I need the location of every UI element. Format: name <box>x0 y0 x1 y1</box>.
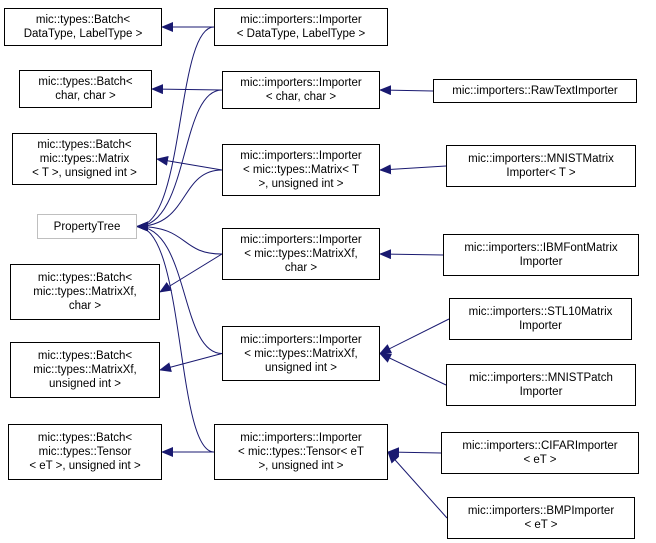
node-label-line: mic::importers::Importer <box>240 14 362 26</box>
node-label-line: >, unsigned int > <box>258 178 344 190</box>
inheritance-edge <box>136 221 223 255</box>
node-label-line: < eT >, unsigned int > <box>29 460 141 472</box>
inheritance-edge <box>379 353 447 386</box>
node-property-tree[interactable]: PropertyTree <box>37 214 137 239</box>
node-label-line: mic::types::Matrix <box>39 153 130 165</box>
node-label-line: < mic::types::MatrixXf, <box>244 248 358 260</box>
node-batch-datatype-labeltype[interactable]: mic::types::Batch<DataType, LabelType > <box>4 8 162 46</box>
node-label-line: mic::types::Batch< <box>37 432 133 444</box>
node-label-line: < char, char > <box>265 91 337 103</box>
node-label-line: mic::importers::BMPImporter <box>467 505 615 517</box>
inheritance-edge <box>379 85 434 96</box>
node-label-line: < T >, unsigned int > <box>32 167 137 179</box>
node-importer-datatype-labeltype[interactable]: mic::importers::Importer< DataType, Labe… <box>214 8 388 46</box>
inheritance-edge <box>387 451 448 519</box>
node-batch-matrix[interactable]: mic::types::Batch<mic::types::Matrix< T … <box>12 133 157 185</box>
node-label-line: char, char > <box>55 90 116 102</box>
node-label-line: mic::importers::CIFARImporter <box>462 440 618 452</box>
node-cifar-importer[interactable]: mic::importers::CIFARImporter< eT > <box>441 432 639 474</box>
node-label-line: < eT > <box>524 519 558 531</box>
inheritance-edge <box>387 447 442 458</box>
node-label-line: < DataType, LabelType > <box>236 28 366 40</box>
node-label-line: unsigned int > <box>49 378 121 390</box>
node-label-line: mic::importers::Importer <box>240 432 362 444</box>
node-label-line: mic::importers::MNISTMatrix <box>468 153 614 165</box>
node-label-line: Importer <box>519 320 562 332</box>
inheritance-edge <box>159 253 223 293</box>
node-importer-matrix[interactable]: mic::importers::Importer< mic::types::Ma… <box>222 144 380 196</box>
node-importer-char-char[interactable]: mic::importers::Importer< char, char > <box>222 71 380 109</box>
node-raw-text-importer[interactable]: mic::importers::RawTextImporter <box>433 79 637 103</box>
node-label-line: < eT > <box>523 454 557 466</box>
node-batch-tensor[interactable]: mic::types::Batch<mic::types::Tensor< eT… <box>8 424 162 480</box>
node-label-line: unsigned int > <box>265 361 337 374</box>
node-label-line: < mic::types::MatrixXf, <box>244 347 358 360</box>
node-label-line: >, unsigned int > <box>258 460 344 472</box>
inheritance-edge <box>156 155 223 171</box>
inheritance-edge <box>379 164 447 175</box>
node-label-line: mic::importers::IBMFontMatrix <box>464 242 618 254</box>
node-batch-char-char[interactable]: mic::types::Batch<char, char > <box>19 70 152 108</box>
node-label-line: mic::importers::Importer <box>240 77 362 89</box>
inheritance-edge <box>136 221 215 453</box>
node-label-line: < mic::types::Matrix< T <box>242 164 360 176</box>
node-label-line: mic::types::Batch< <box>37 272 133 284</box>
inheritance-edge <box>159 353 223 373</box>
node-label-line: mic::importers::Importer <box>240 150 362 162</box>
node-label-line: mic::importers::RawTextImporter <box>452 85 618 97</box>
node-batch-matrixxf-unsigned-int[interactable]: mic::types::Batch<mic::types::MatrixXf,u… <box>10 342 160 398</box>
inheritance-edge <box>136 26 215 232</box>
node-label-line: PropertyTree <box>53 220 121 233</box>
node-label-line: mic::types::MatrixXf, <box>33 364 137 376</box>
node-label-line: mic::importers::STL10Matrix <box>468 306 613 318</box>
node-importer-matrixxf-char[interactable]: mic::importers::Importer< mic::types::Ma… <box>222 228 380 280</box>
node-label-line: char > <box>284 262 318 274</box>
node-label-line: mic::types::Batch< <box>35 14 131 26</box>
inheritance-edge <box>136 169 223 232</box>
node-label-line: mic::types::Batch< <box>38 76 133 88</box>
inheritance-edge <box>379 249 444 260</box>
inheritance-edge <box>136 221 223 354</box>
node-bmp-importer[interactable]: mic::importers::BMPImporter< eT > <box>447 497 635 539</box>
inheritance-edge <box>379 318 450 354</box>
node-label-line: mic::importers::Importer <box>240 234 362 246</box>
node-label-line: Importer <box>519 256 563 268</box>
node-label-line: Importer< T > <box>506 167 576 179</box>
node-label-line: mic::importers::Importer <box>240 333 362 346</box>
node-label-line: < mic::types::Tensor< eT <box>238 446 364 458</box>
inheritance-edge <box>136 89 223 232</box>
node-label-line: mic::importers::MNISTPatch <box>469 372 613 384</box>
node-label-line: mic::types::Batch< <box>37 139 132 151</box>
node-label-line: mic::types::Tensor <box>38 446 132 458</box>
node-label-line: Importer <box>519 386 563 398</box>
node-label-line: char > <box>68 300 102 312</box>
node-label-line: mic::types::MatrixXf, <box>33 286 137 298</box>
node-label-line: mic::types::Batch< <box>37 350 133 362</box>
node-importer-matrixxf-unsigned-int[interactable]: mic::importers::Importer< mic::types::Ma… <box>222 326 380 381</box>
node-label-line: DataType, LabelType > <box>23 28 143 40</box>
node-batch-matrixxf-char[interactable]: mic::types::Batch<mic::types::MatrixXf,c… <box>10 264 160 320</box>
node-importer-tensor[interactable]: mic::importers::Importer< mic::types::Te… <box>214 424 388 480</box>
inheritance-edge <box>151 84 223 95</box>
